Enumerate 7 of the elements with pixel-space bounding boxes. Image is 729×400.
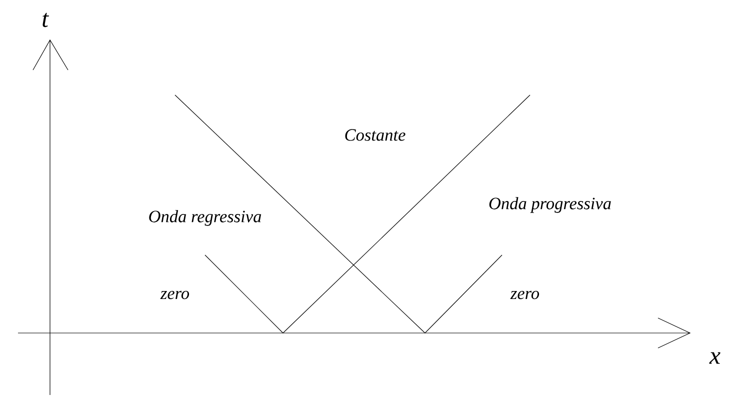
region-label: Onda progressiva — [489, 197, 611, 213]
axis-label: x — [709, 352, 720, 364]
region-label: zero — [160, 290, 190, 300]
region-label: Costante — [345, 129, 406, 141]
axis-label: t — [42, 12, 49, 28]
region-label: Onda regressiva — [149, 210, 262, 226]
region-label: zero — [510, 290, 540, 300]
